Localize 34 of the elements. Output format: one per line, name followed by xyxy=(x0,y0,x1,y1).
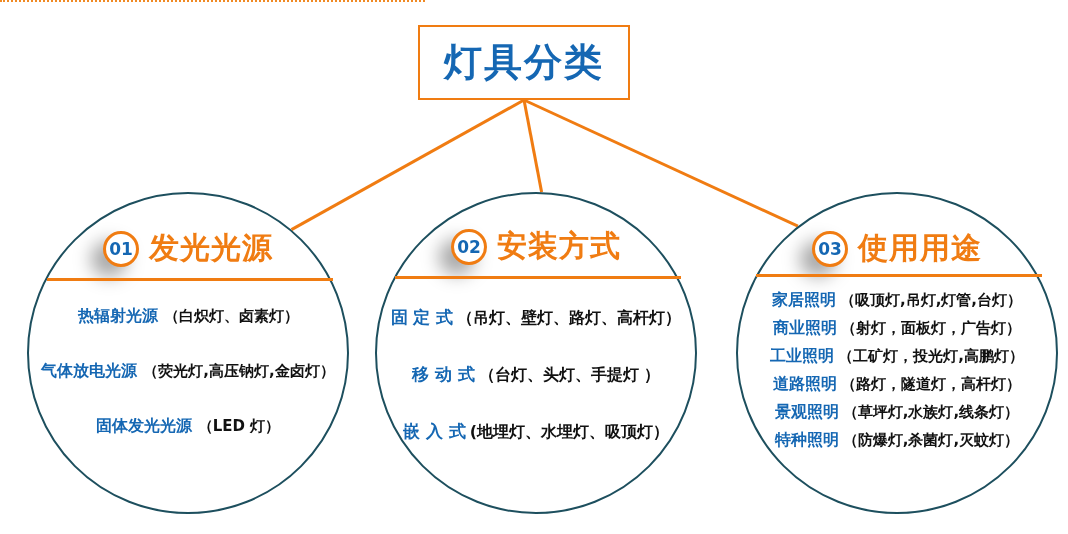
lamp-examples: （吊灯、壁灯、路灯、高杆灯） xyxy=(457,308,682,329)
lamp-examples: （荧光灯,高压钠灯,金卤灯） xyxy=(143,362,335,381)
lamp-examples: （台灯、头灯、手提灯 ） xyxy=(478,365,661,386)
category-term: 商业照明 xyxy=(773,318,837,339)
lamp-examples: （吸顶灯,吊灯,灯管,台灯） xyxy=(839,291,1023,310)
category-term: 家居照明 xyxy=(771,290,836,311)
category-term: 气体放电光源 xyxy=(41,361,138,382)
number-badge: 03 xyxy=(812,230,848,267)
category-term: 道路照明 xyxy=(773,374,837,395)
lamp-examples: （白炽灯、卤素灯） xyxy=(163,307,299,326)
category-term: 移 动 式 xyxy=(411,363,475,386)
lamp-examples: (地埋灯、水埋灯、吸顶灯） xyxy=(469,422,670,443)
lamp-examples: （防爆灯,杀菌灯,灭蚊灯） xyxy=(842,431,1020,450)
section-heading: 安装方式 xyxy=(497,227,621,265)
connector-line xyxy=(523,98,799,228)
section-heading: 使用用途 xyxy=(858,229,982,267)
lamp-examples: （射灯，面板灯，广告灯） xyxy=(841,319,1021,338)
connector-line xyxy=(290,98,525,231)
category-term: 热辐射光源 xyxy=(77,306,158,327)
category-term: 特种照明 xyxy=(774,430,839,451)
category-term: 嵌 入 式 xyxy=(402,420,466,443)
lamp-examples: （草坪灯,水族灯,线条灯） xyxy=(842,403,1020,422)
connector-line xyxy=(522,99,544,193)
lamp-examples: （工矿灯，投光灯,高鹏灯） xyxy=(838,347,1024,366)
category-term: 固体发光光源 xyxy=(95,416,192,437)
category-term: 景观照明 xyxy=(774,402,839,423)
lamp-examples: （路灯，隧道灯，高杆灯） xyxy=(841,375,1021,394)
section-heading: 发光光源 xyxy=(149,229,273,267)
number-badge: 02 xyxy=(451,228,487,265)
number-badge: 01 xyxy=(103,230,139,267)
title-box: 灯具分类 xyxy=(418,25,630,100)
lamp-examples: （LED 灯） xyxy=(197,417,281,436)
category-term: 工业照明 xyxy=(770,346,835,367)
category-term: 固 定 式 xyxy=(390,306,454,329)
